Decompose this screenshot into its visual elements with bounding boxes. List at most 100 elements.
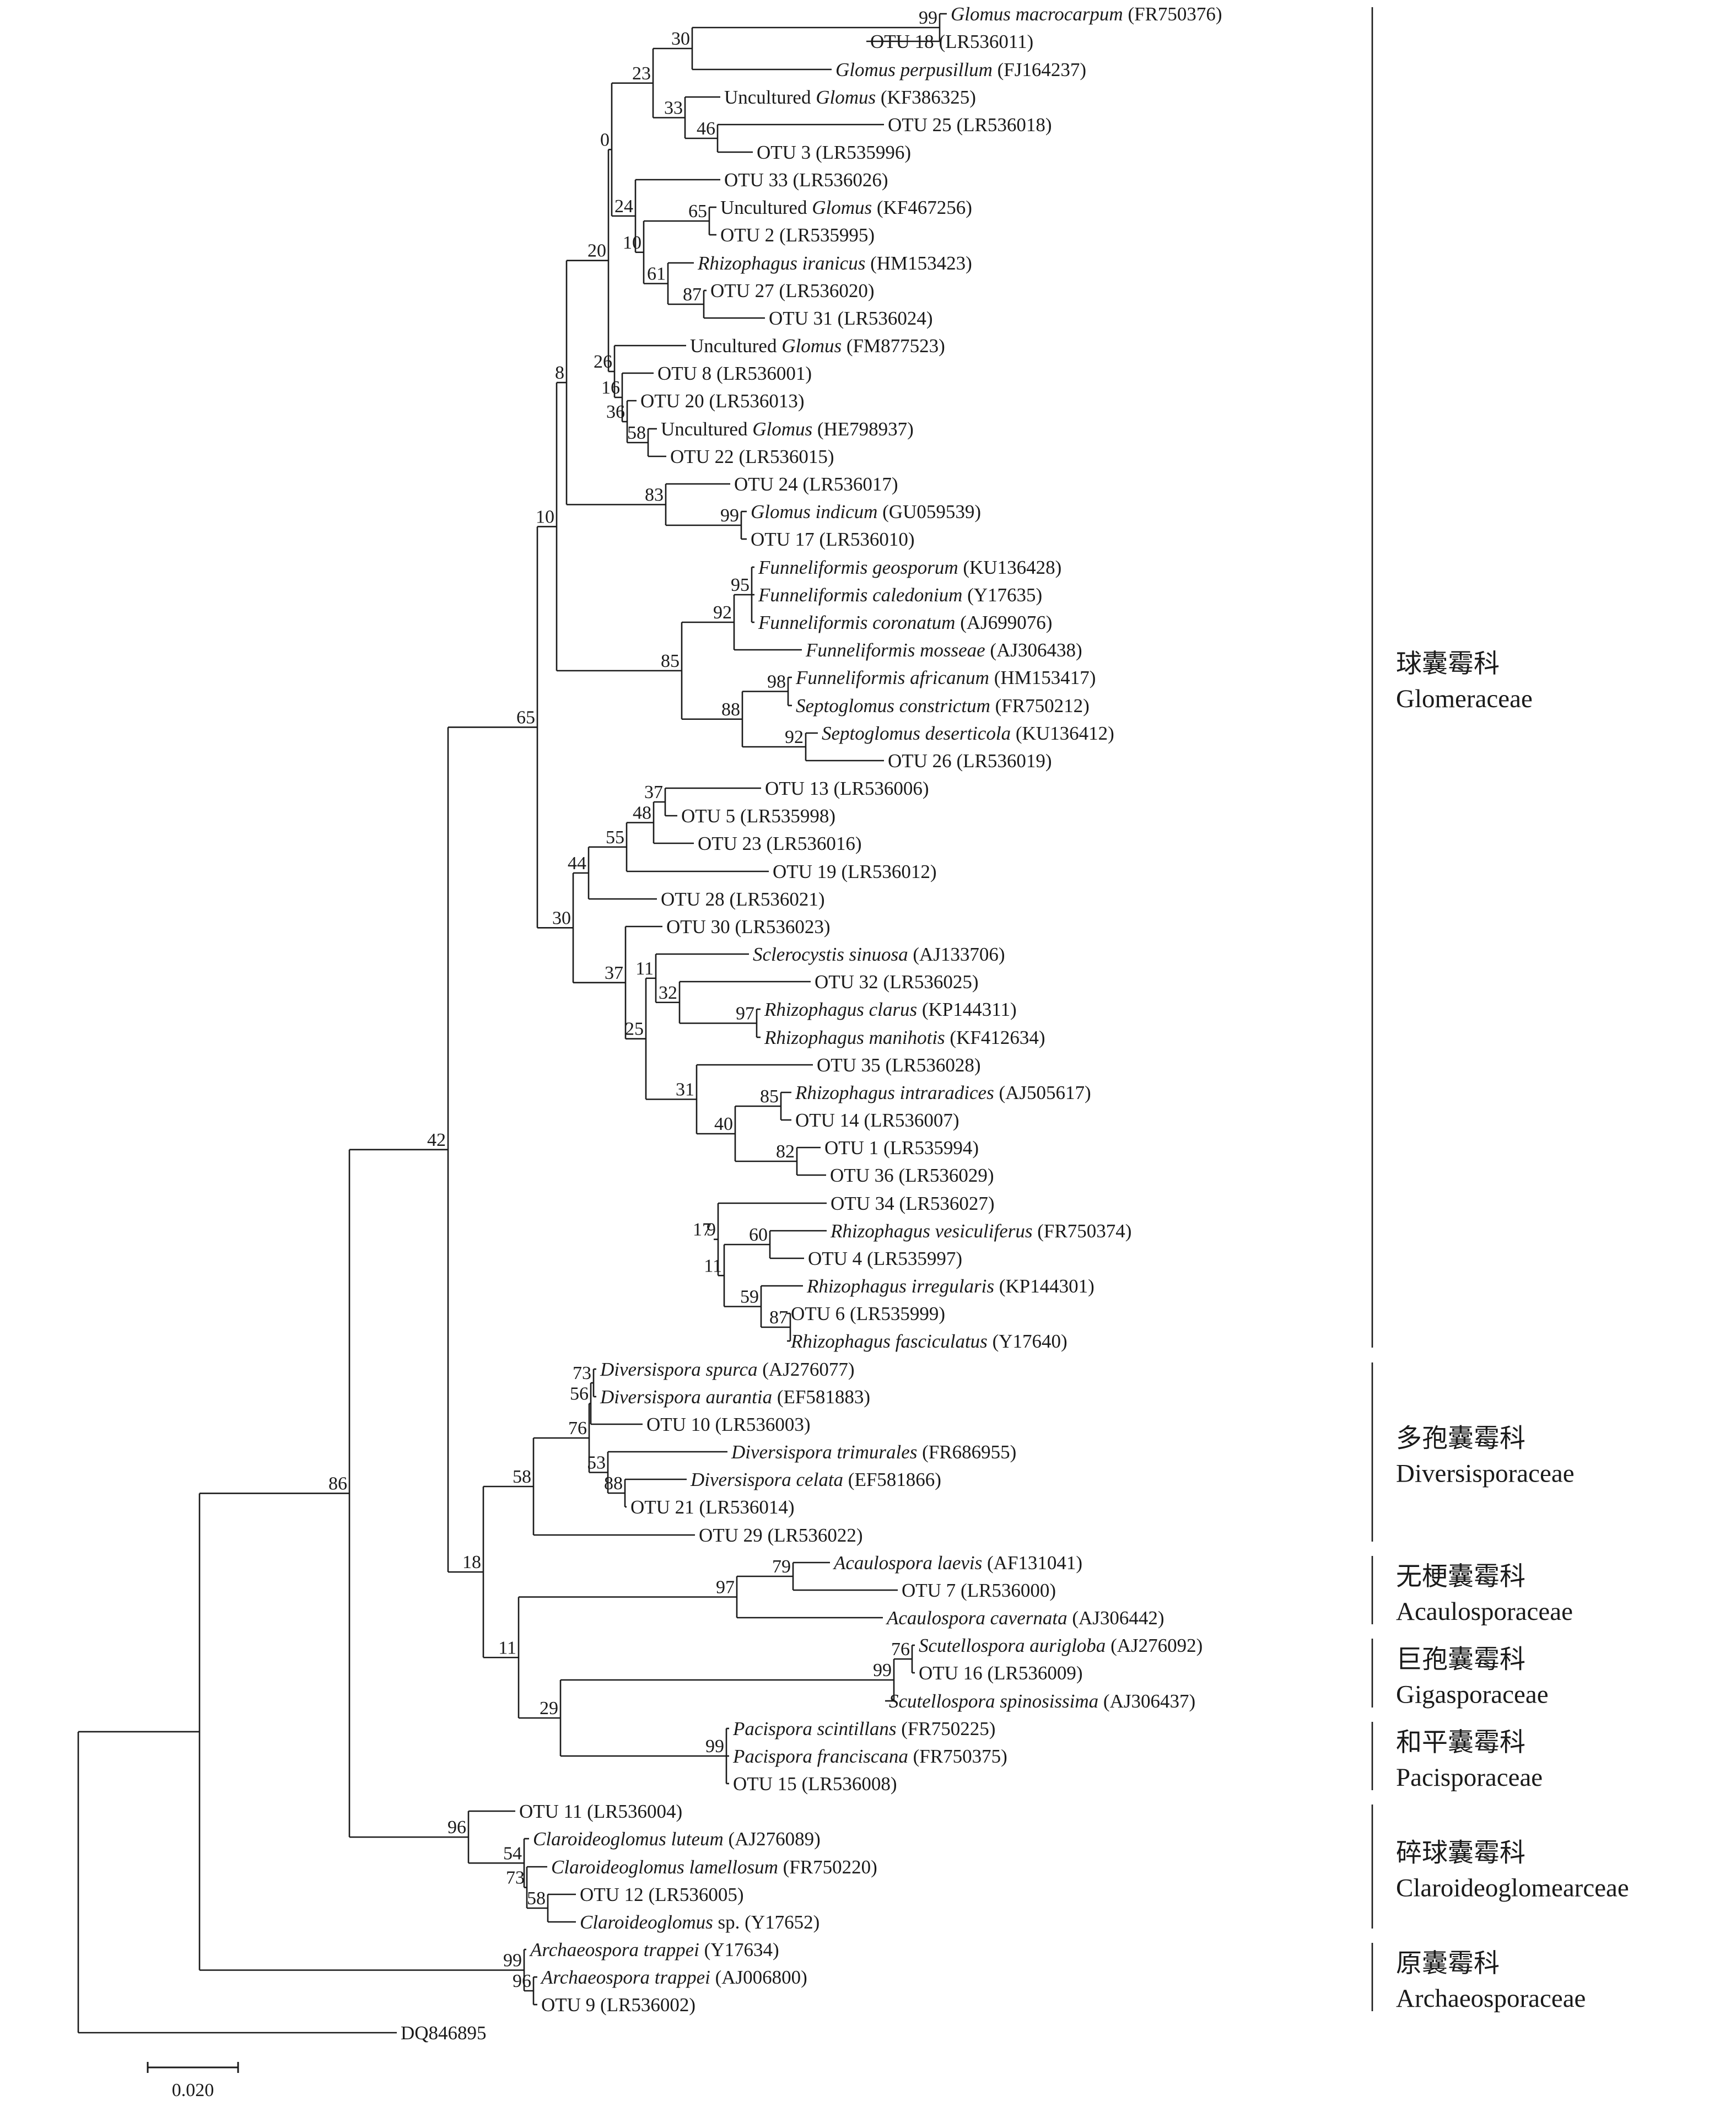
bootstrap-value: 25 (625, 1019, 644, 1039)
taxon-label: OTU 27 (LR536020) (710, 280, 874, 301)
taxon-label: OTU 7 (LR536000) (902, 1580, 1056, 1601)
tree-branches (77, 13, 947, 2034)
family-name-zh: 多孢囊霉科 (1396, 1425, 1525, 1453)
taxon-label: Scutellospora aurigloba (AJ276092) (919, 1635, 1203, 1656)
bootstrap-value: 20 (587, 241, 606, 261)
taxon-label: OTU 20 (LR536013) (640, 390, 804, 412)
bootstrap-value: 58 (527, 1888, 546, 1909)
bootstrap-value: 17 (693, 1220, 711, 1240)
taxon-label: Claroideoglomus sp. (Y17652) (580, 1911, 820, 1933)
taxon-label: Funneliformis caledonium (Y17635) (758, 584, 1042, 606)
taxon-label: Glomus indicum (GU059539) (751, 501, 981, 523)
taxon-label: Septoglomus deserticola (KU136412) (822, 723, 1114, 744)
taxon-label: Funneliformis coronatum (AJ699076) (758, 612, 1052, 633)
taxon-label: Funneliformis mosseae (AJ306438) (805, 639, 1082, 661)
taxon-label: OTU 11 (LR536004) (519, 1801, 682, 1822)
taxon-label: DQ846895 (401, 2022, 487, 2044)
taxon-label: Acaulospora laevis (AF131041) (833, 1552, 1082, 1574)
taxon-label: Rhizophagus manihotis (KF412634) (764, 1027, 1045, 1048)
family-name-latin: Archaeosporaceae (1396, 1984, 1586, 2013)
taxon-label: Pacispora scintillans (FR750225) (732, 1718, 995, 1739)
taxon-label: OTU 9 (LR536002) (541, 1994, 696, 2016)
taxon-label: OTU 21 (LR536014) (630, 1496, 794, 1518)
bootstrap-value: 73 (573, 1363, 591, 1383)
taxon-label: OTU 10 (LR536003) (646, 1414, 810, 1435)
bootstrap-value: 8 (555, 363, 564, 383)
bootstrap-value: 40 (714, 1114, 733, 1134)
bootstrap-value: 59 (740, 1287, 759, 1307)
bootstrap-value: 76 (891, 1639, 910, 1660)
bootstrap-value: 86 (328, 1473, 347, 1494)
bootstrap-value: 76 (568, 1418, 587, 1439)
taxon-label: Archaeospora trappei (AJ006800) (540, 1967, 807, 1988)
bootstrap-value: 18 (462, 1552, 481, 1572)
bootstrap-value: 0 (600, 130, 610, 150)
taxon-label: Claroideoglomus lamellosum (FR750220) (551, 1856, 877, 1878)
bootstrap-value: 83 (645, 485, 664, 505)
family-name-latin: Pacisporaceae (1396, 1763, 1543, 1792)
bootstrap-value: 23 (632, 63, 651, 84)
bootstrap-value: 24 (614, 196, 633, 217)
family-name-zh: 巨孢囊霉科 (1396, 1646, 1525, 1674)
taxon-label: OTU 30 (LR536023) (666, 916, 830, 938)
bootstrap-value: 36 (606, 402, 625, 422)
bootstrap-value: 11 (704, 1256, 722, 1276)
bootstrap-value: 37 (644, 782, 663, 802)
bootstrap-value: 33 (664, 98, 683, 119)
taxon-label: OTU 22 (LR536015) (670, 446, 834, 467)
bootstrap-value: 99 (919, 8, 937, 28)
bootstrap-value: 10 (536, 507, 554, 527)
taxon-label: OTU 12 (LR536005) (580, 1884, 743, 1905)
family-name-zh: 无梗囊霉科 (1396, 1563, 1525, 1591)
bootstrap-value: 95 (731, 575, 750, 595)
family-name-zh: 原囊霉科 (1396, 1949, 1500, 1978)
bootstrap-value: 99 (873, 1660, 892, 1681)
taxon-label: OTU 15 (LR536008) (733, 1773, 897, 1795)
bootstrap-value: 99 (503, 1951, 522, 1971)
bootstrap-value: 92 (785, 727, 804, 747)
taxon-label: Acaulospora cavernata (AJ306442) (886, 1607, 1164, 1629)
family-name-latin: Glomeraceae (1396, 685, 1533, 713)
family-name-latin: Diversisporaceae (1396, 1459, 1575, 1488)
taxon-label: OTU 24 (LR536017) (734, 473, 898, 495)
bootstrap-value: 99 (705, 1736, 724, 1757)
bootstrap-value: 92 (713, 602, 732, 623)
taxon-label: Diversispora trimurales (FR686955) (731, 1441, 1016, 1463)
family-name-latin: Acaulosporaceae (1396, 1597, 1573, 1626)
taxon-label: OTU 14 (LR536007) (795, 1109, 959, 1131)
bootstrap-value: 32 (659, 983, 677, 1003)
taxon-label: OTU 18 (LR536011) (870, 31, 1033, 52)
family-name-zh: 和平囊霉科 (1396, 1728, 1525, 1757)
family-name-latin: Gigasporaceae (1396, 1681, 1549, 1709)
bootstrap-value: 11 (498, 1638, 516, 1658)
bootstrap-value: 97 (736, 1004, 754, 1024)
taxon-label: Septoglomus constrictum (FR750212) (796, 695, 1090, 717)
bootstrap-value: 97 (716, 1577, 735, 1598)
taxon-label: Sclerocystis sinuosa (AJ133706) (753, 944, 1005, 965)
bootstrap-value: 85 (661, 651, 680, 671)
taxon-label: Rhizophagus iranicus (HM153423) (697, 252, 972, 274)
taxon-label: Diversispora celata (EF581866) (690, 1469, 941, 1490)
taxon-label: OTU 28 (LR536021) (661, 888, 824, 910)
bootstrap-value: 55 (606, 827, 624, 848)
taxon-label: Funneliformis africanum (HM153417) (795, 667, 1096, 688)
taxon-label: Rhizophagus fasciculatus (Y17640) (790, 1331, 1068, 1352)
taxon-label: OTU 2 (LR535995) (720, 224, 875, 246)
bootstrap-value: 58 (513, 1467, 531, 1487)
taxon-label: Glomus perpusillum (FJ164237) (835, 59, 1086, 80)
bootstrap-value: 42 (427, 1130, 446, 1150)
bootstrap-value: 16 (601, 378, 620, 398)
bootstrap-value: 61 (647, 264, 666, 284)
taxon-label: OTU 1 (LR535994) (824, 1137, 979, 1159)
bootstrap-value: 31 (676, 1080, 694, 1100)
taxon-label: Pacispora franciscana (FR750375) (732, 1746, 1007, 1767)
taxon-label: Diversispora spurca (AJ276077) (600, 1359, 854, 1380)
taxon-label: OTU 32 (LR536025) (815, 971, 978, 993)
taxon-label: Rhizophagus clarus (KP144311) (764, 999, 1017, 1020)
taxon-label: Rhizophagus vesiculiferus (FR750374) (830, 1220, 1131, 1242)
bootstrap-value: 54 (503, 1843, 522, 1863)
bootstrap-value: 88 (604, 1473, 623, 1494)
bootstrap-value: 30 (552, 908, 571, 928)
taxon-label: OTU 13 (LR536006) (765, 778, 929, 799)
